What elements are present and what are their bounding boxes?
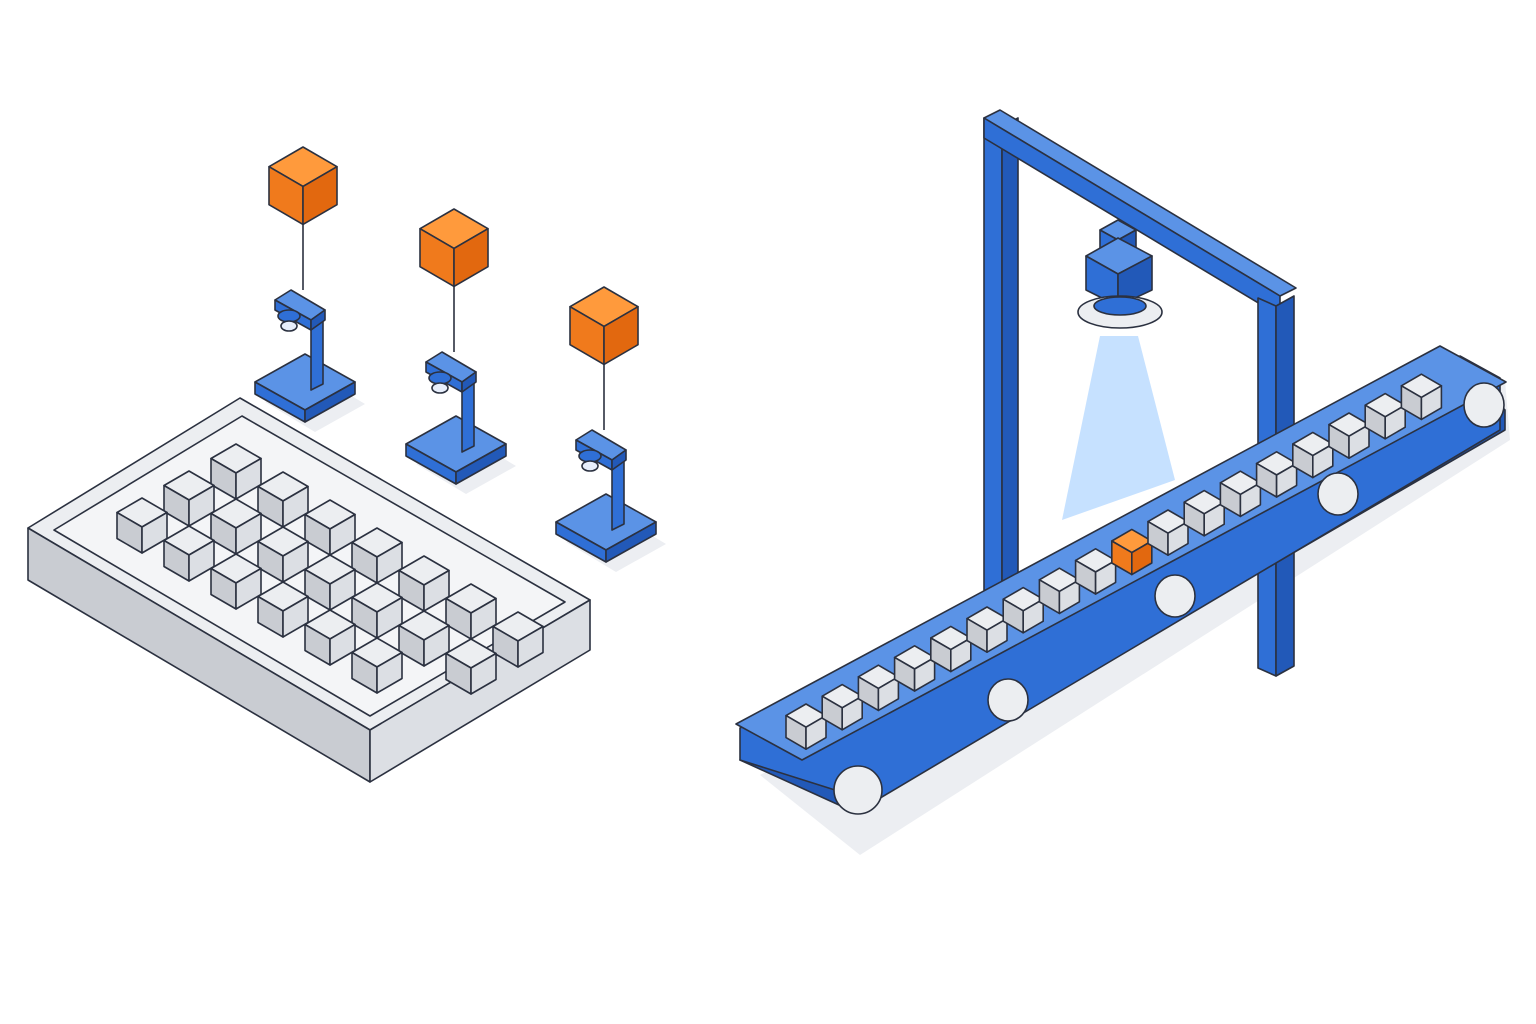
inspection-station	[555, 286, 666, 572]
overhead-camera	[1077, 219, 1163, 329]
tray-cube	[304, 609, 356, 666]
belt-part	[1147, 509, 1189, 557]
idler-roller	[1317, 472, 1359, 516]
tray-cube	[116, 497, 168, 554]
tray-cubes	[116, 443, 544, 695]
belt-part	[1328, 412, 1370, 460]
flagged-part	[569, 286, 639, 366]
idler-roller	[1154, 574, 1196, 618]
belt-part	[1002, 586, 1044, 634]
belt-part	[1074, 547, 1117, 595]
tray-cube	[351, 527, 403, 584]
belt-part	[893, 644, 936, 692]
gantry-left-leg	[983, 117, 1003, 601]
belt-part	[1364, 392, 1406, 440]
flagged-part	[419, 208, 489, 288]
tray-cube	[492, 611, 544, 668]
belt-part	[1400, 373, 1443, 421]
tray-cube	[257, 526, 309, 583]
belt-parts	[785, 373, 1443, 751]
belt-part	[1183, 489, 1225, 537]
inspection-station	[405, 208, 516, 494]
tray-cube	[304, 554, 356, 611]
belt-part	[785, 703, 827, 751]
inspection-station	[254, 146, 365, 432]
camera-beam	[1062, 336, 1175, 520]
manual-inspection-area	[27, 146, 666, 783]
tray-cube	[163, 525, 215, 582]
end-roller	[833, 765, 883, 815]
tray-cube	[210, 553, 262, 610]
tray-cube	[351, 637, 403, 694]
tray-cube	[445, 638, 497, 695]
belt-part	[1255, 450, 1298, 498]
belt-part	[821, 683, 864, 731]
tray-cube	[304, 499, 356, 556]
belt-part	[1292, 431, 1334, 479]
automated-conveyor-inspection	[735, 109, 1510, 855]
idler-roller	[987, 678, 1029, 722]
tray-cube	[210, 443, 262, 500]
belt-part	[966, 606, 1008, 654]
tray-cube	[163, 470, 215, 527]
belt-part	[1219, 470, 1262, 518]
belt-part	[857, 664, 900, 712]
camera-lens-icon	[1093, 296, 1147, 316]
flagged-part	[1111, 528, 1153, 576]
flagged-part	[268, 146, 338, 226]
tray-cube	[445, 583, 497, 640]
tray-cube	[210, 498, 262, 555]
tray-cube	[257, 581, 309, 638]
tray-cube	[257, 471, 309, 528]
belt-part	[929, 625, 972, 673]
belt-part	[1038, 567, 1081, 615]
tray-cube	[398, 610, 450, 667]
end-roller	[1463, 382, 1505, 428]
